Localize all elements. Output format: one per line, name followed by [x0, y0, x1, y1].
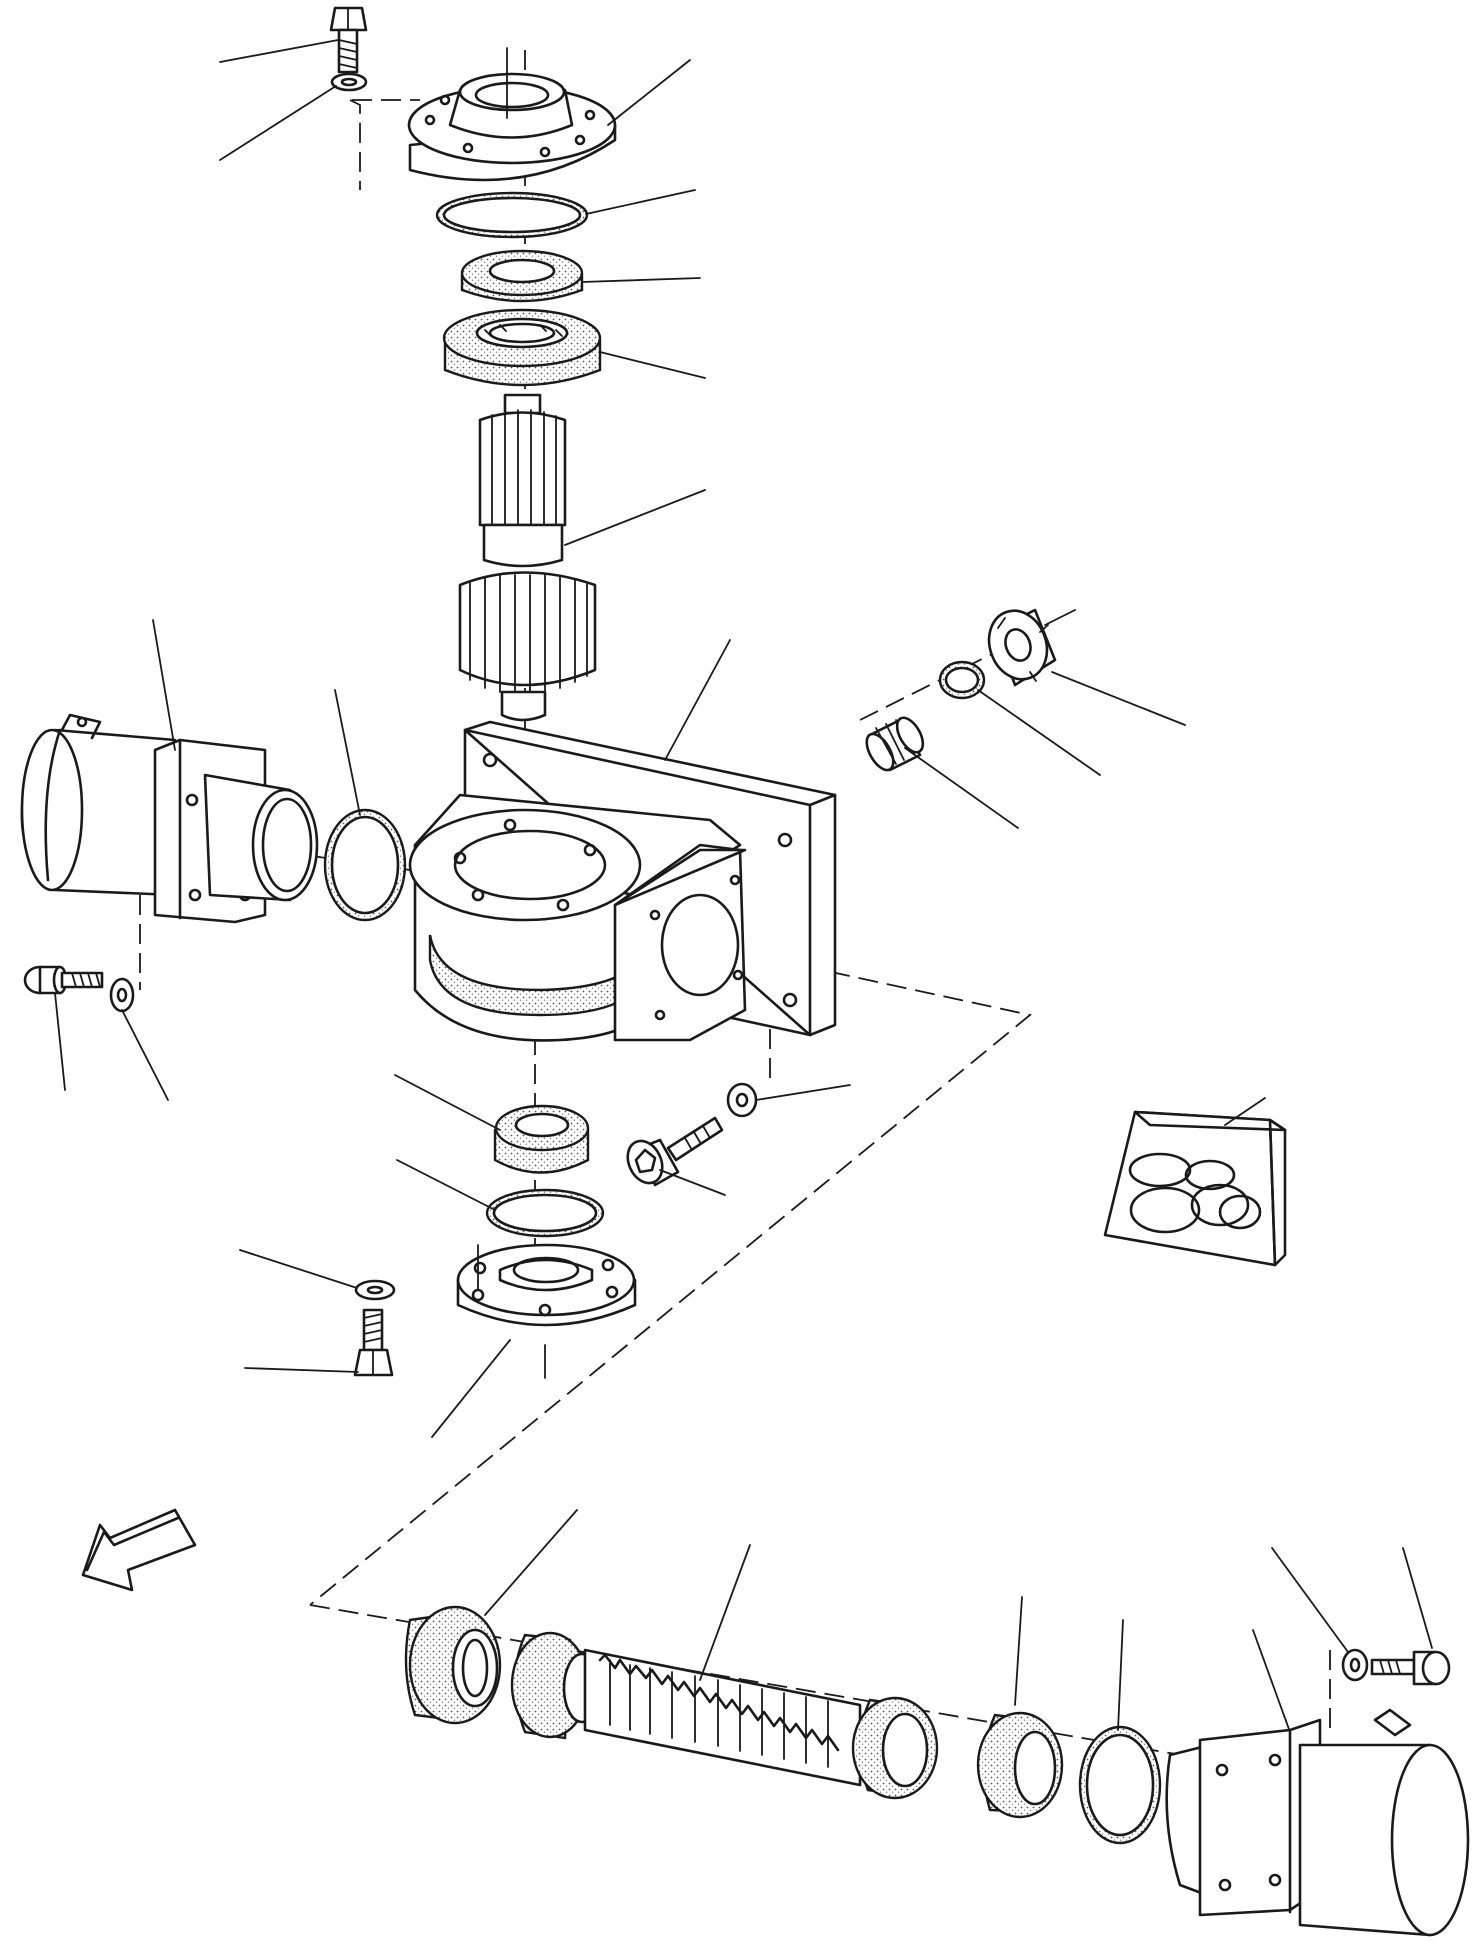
washer-rack: [1341, 1648, 1369, 1682]
piston-seal-left: [404, 1605, 502, 1725]
bearing-cover-flange: [407, 72, 617, 182]
washer-top: [330, 72, 368, 92]
seal-kit-packet: [1103, 1110, 1287, 1267]
ball-bearing-lower: [493, 1104, 590, 1174]
o-ring-small: [938, 660, 986, 700]
washer-lower: [354, 1279, 396, 1301]
pinion-shaft: [458, 393, 597, 722]
socket-screw-rack: [1370, 1650, 1451, 1686]
hex-bolt-top: [329, 6, 368, 74]
socket-screw-right: [626, 1116, 724, 1187]
leader-lines: [54, 39, 1433, 1733]
hex-bolt-lower: [353, 1308, 394, 1377]
direction-arrow-icon: [81, 1508, 197, 1592]
end-cap-left: [20, 713, 319, 924]
piston-seal-right-2: [976, 1711, 1064, 1819]
bolt-left: [23, 965, 104, 995]
castle-nut: [987, 608, 1057, 687]
o-ring-left: [323, 808, 407, 922]
gear-housing: [408, 720, 837, 1042]
ball-bearing-top: [442, 308, 602, 387]
oil-seal-top: [460, 249, 584, 303]
adjusting-screw: [865, 716, 925, 772]
rack-piston: [510, 1631, 862, 1787]
o-ring-top: [435, 191, 589, 239]
piston-seal-right: [851, 1696, 939, 1800]
bearing-cover-lower: [456, 1243, 637, 1327]
end-cap-right: [1165, 1708, 1470, 1937]
o-ring-right: [1078, 1725, 1162, 1845]
washer-right: [726, 1082, 758, 1118]
washer-left: [109, 977, 135, 1013]
o-ring-lower: [485, 1188, 605, 1238]
